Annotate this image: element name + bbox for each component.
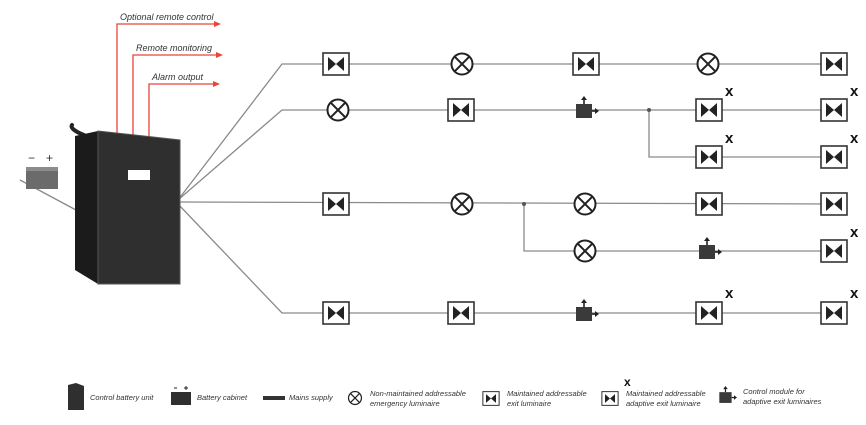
legend-adaptive-label-line1: Maintained addressable <box>626 389 706 398</box>
legend-adaptive-mark: x <box>624 375 631 389</box>
legend-maintained-label-line1: Maintained addressable <box>507 389 587 398</box>
adaptive-exit-luminaire-icon <box>820 145 848 169</box>
battery-cabinet <box>26 167 58 189</box>
signal-label-alarm-output: Alarm output <box>151 72 204 82</box>
maintained-exit-luminaire-icon <box>322 52 350 76</box>
legend-control-battery-unit-icon <box>68 383 84 410</box>
signal-label-remote-monitoring: Remote monitoring <box>136 43 212 53</box>
legend-maintained-label-line2: exit luminaire <box>507 399 551 408</box>
legend-control-battery-unit-label: Control battery unit <box>90 393 154 402</box>
legend-non-maintained-label-line1: Non-maintained addressable <box>370 389 466 398</box>
adaptive-mark: x <box>850 224 859 241</box>
legend-maintained-exit-luminaire-icon <box>482 391 500 406</box>
junction-dot <box>522 202 526 206</box>
legend-battery-cabinet-icon <box>171 386 191 405</box>
legend-control-module-label-line2: adaptive exit luminaires <box>743 397 822 406</box>
adaptive-mark: x <box>725 285 734 302</box>
feeder-lines <box>19 63 835 314</box>
maintained-exit-luminaire-icon <box>322 192 350 216</box>
maintained-exit-luminaire-icon <box>572 52 600 76</box>
non-maintained-emergency-luminaire-icon <box>326 98 350 122</box>
adaptive-exit-luminaire-icon <box>820 239 848 263</box>
adaptive-exit-luminaire-icon <box>695 98 723 122</box>
adaptive-mark: x <box>850 130 859 147</box>
adaptive-exit-luminaire-icon <box>695 145 723 169</box>
non-maintained-emergency-luminaire-icon <box>450 192 474 216</box>
legend-adaptive-label-line2: adaptive exit luminaire <box>626 399 701 408</box>
legend-mains-supply-label: Mains supply <box>289 393 334 402</box>
maintained-exit-luminaire-icon <box>695 192 723 216</box>
legend-battery-cabinet-label: Battery cabinet <box>197 393 248 402</box>
non-maintained-emergency-luminaire-icon <box>573 239 597 263</box>
signal-label-remote-control: Optional remote control <box>120 12 215 22</box>
signal-arrowheads <box>213 21 223 87</box>
non-maintained-emergency-luminaire-icon <box>696 52 720 76</box>
adaptive-mark: x <box>850 285 859 302</box>
adaptive-mark: x <box>725 83 734 100</box>
adaptive-mark: x <box>850 83 859 100</box>
battery-plus-sign: + <box>46 151 53 165</box>
legend-non-maintained-emergency-luminaire-icon <box>347 390 363 406</box>
legend-control-module-icon <box>718 386 738 404</box>
legend: Control battery unit Battery cabinet Mai… <box>68 375 822 410</box>
legend-non-maintained-label-line2: emergency luminaire <box>370 399 440 408</box>
maintained-exit-luminaire-icon <box>447 301 475 325</box>
control-battery-unit <box>69 123 181 285</box>
control-module-icon <box>698 237 723 260</box>
junction-dot <box>647 108 651 112</box>
adaptive-exit-luminaire-icon <box>695 301 723 325</box>
control-module-icon <box>575 96 600 119</box>
maintained-exit-luminaire-icon <box>820 52 848 76</box>
legend-mains-supply-icon <box>263 396 285 400</box>
adaptive-exit-luminaire-icon <box>820 301 848 325</box>
battery-minus-sign: − <box>28 151 35 165</box>
legend-adaptive-exit-luminaire-icon <box>601 391 619 406</box>
adaptive-exit-luminaire-icon <box>820 98 848 122</box>
non-maintained-emergency-luminaire-icon <box>450 52 474 76</box>
non-maintained-emergency-luminaire-icon <box>573 192 597 216</box>
adaptive-mark: x <box>725 130 734 147</box>
maintained-exit-luminaire-icon <box>447 98 475 122</box>
signal-wires <box>116 23 216 142</box>
legend-control-module-label-line1: Control module for <box>743 387 805 396</box>
control-module-icon <box>575 299 600 322</box>
maintained-exit-luminaire-icon <box>820 192 848 216</box>
maintained-exit-luminaire-icon <box>322 301 350 325</box>
